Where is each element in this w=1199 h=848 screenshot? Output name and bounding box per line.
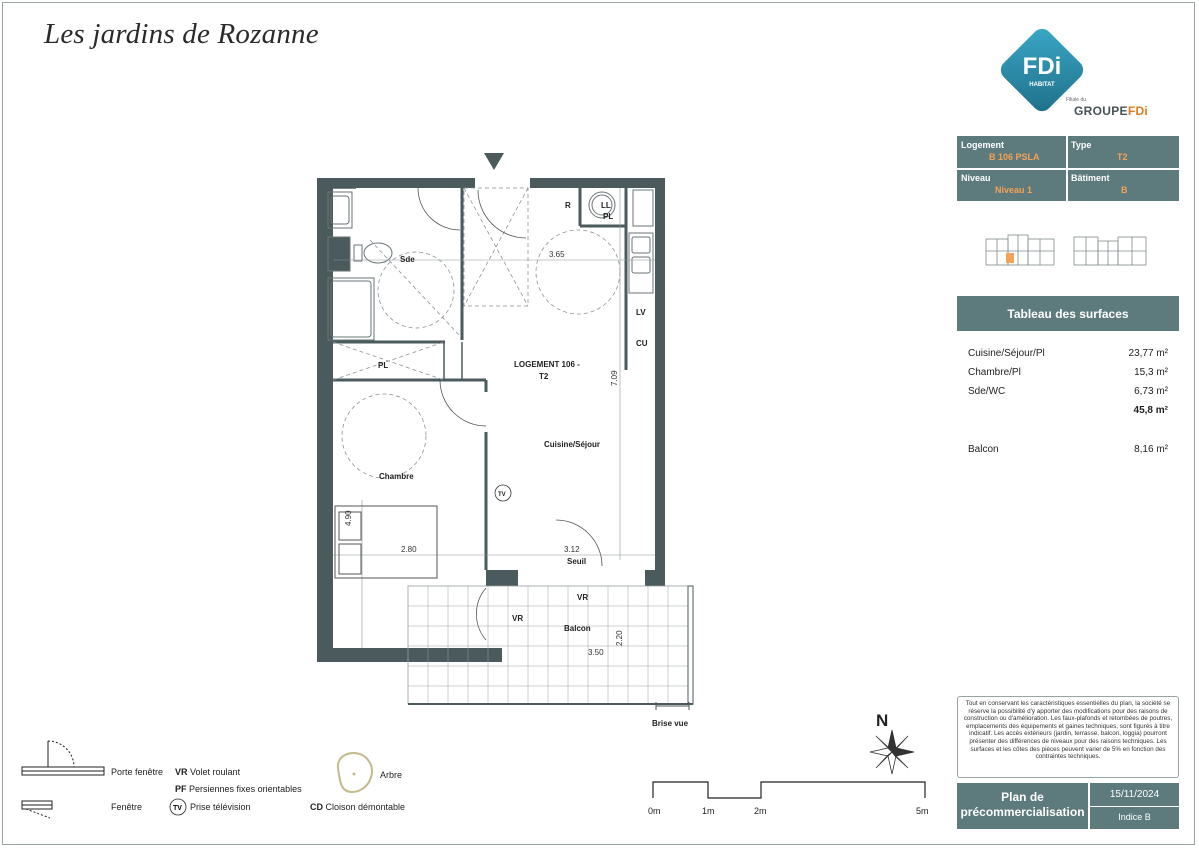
entrance-arrow-icon [484, 153, 504, 170]
label-seuil: Seuil [567, 557, 586, 566]
dim-350: 3.50 [588, 648, 604, 657]
tv-legend-icon [169, 798, 187, 816]
label-brise-vue: Brise vue [652, 719, 689, 728]
legend-vr: VR Volet roulant [175, 767, 241, 777]
scale-1m: 1m [702, 806, 715, 816]
dim-220: 2.20 [615, 630, 624, 646]
legend-arbre: Arbre [380, 770, 403, 780]
label-balcon: Balcon [564, 624, 591, 633]
surfaces-table-header: Tableau des surfaces [957, 296, 1179, 331]
type-value: T2 [1117, 152, 1128, 162]
label-pl: PL [378, 361, 388, 370]
interior-walls [333, 188, 628, 570]
legend-fenetre: Fenêtre [111, 802, 143, 812]
type-label: Type [1071, 140, 1092, 150]
logement-label: Logement [961, 140, 1005, 150]
plan-type-box: Plan de précommercialisation [957, 783, 1088, 829]
batiment-label: Bâtiment [1071, 173, 1110, 183]
fenetre-symbol [21, 800, 53, 819]
dim-490: 4.90 [344, 510, 353, 526]
label-tv: TV [498, 492, 506, 498]
tree-icon [336, 752, 373, 794]
bed-icon [334, 505, 438, 579]
batiment-value: B [1121, 185, 1128, 195]
label-logement-type: T2 [539, 372, 549, 381]
fdi-habitat-logo: FDi HABITAT [1000, 28, 1084, 112]
label-r: R [565, 201, 571, 210]
label-pl2: PL [603, 212, 613, 221]
dim-280: 2.80 [401, 545, 417, 554]
label-chambre: Chambre [379, 472, 414, 481]
project-title: Les jardins de Rozanne [44, 18, 319, 50]
date-box: 15/11/2024 Indice B [1090, 783, 1179, 829]
legend-tv: Prise télévision [190, 802, 251, 812]
legend-cd: CD Cloison démontable [310, 802, 406, 812]
exterior-walls [317, 178, 665, 662]
legend-porte-fenetre: Porte fenêtre [111, 767, 164, 777]
indice-value: Indice B [1118, 812, 1151, 822]
logement-value: B 106 PSLA [989, 152, 1040, 162]
niveau-value: Niveau 1 [995, 185, 1033, 195]
info-panel: Logement B 106 PSLA Type T2 Niveau Nivea… [957, 136, 1179, 201]
label-cu: CU [636, 339, 648, 348]
date-value: 15/11/2024 [1109, 789, 1160, 800]
balcony-tiles [407, 585, 694, 705]
scale-2m: 2m [754, 806, 767, 816]
dim-312: 3.12 [564, 545, 580, 554]
building-thumbnail-left [985, 234, 1055, 266]
svg-text:TV: TV [173, 805, 182, 812]
scale-bar [652, 781, 926, 799]
label-cuisine: Cuisine/Séjour [544, 440, 600, 449]
label-logement: LOGEMENT 106 - [514, 360, 580, 369]
dim-709: 7.09 [610, 370, 619, 386]
groupe-fdi-label: GROUPEFDi [1074, 104, 1149, 118]
tv-outlet-icon [494, 484, 512, 502]
filiale-label: Filiale du [1066, 97, 1087, 103]
dim-365: 3.65 [549, 250, 565, 259]
svg-text:HABITAT: HABITAT [1029, 82, 1055, 88]
label-lv: LV [636, 308, 646, 317]
disclaimer-note: Tout en conservant les caractéristiques … [957, 696, 1179, 778]
label-sde: Sde [400, 255, 415, 264]
scale-0m: 0m [648, 806, 661, 816]
building-thumbnail-right [1073, 236, 1147, 266]
svg-text:FDi: FDi [1023, 53, 1062, 80]
label-vr-2: VR [512, 614, 523, 623]
scale-5m: 5m [916, 806, 929, 816]
label-ll: LL [601, 201, 611, 210]
compass-icon [869, 729, 915, 775]
compass-north-label: N [876, 711, 888, 730]
label-vr-1: VR [577, 593, 588, 602]
porte-fenetre-symbol [21, 740, 105, 776]
legend-pf: PF Persiennes fixes orientables [175, 784, 302, 794]
niveau-label: Niveau [961, 173, 991, 183]
